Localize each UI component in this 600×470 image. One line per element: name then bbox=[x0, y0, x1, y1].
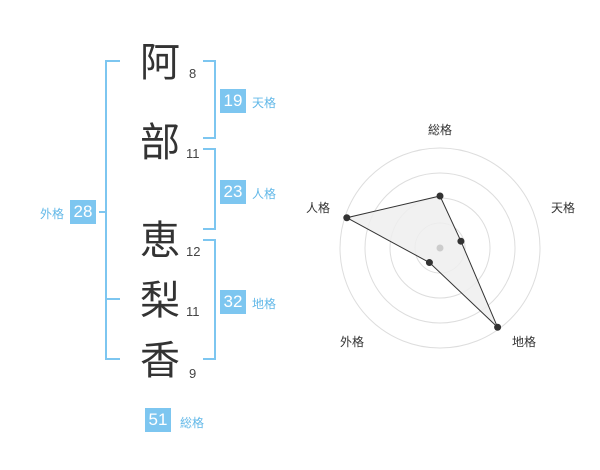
radar-point-5 bbox=[343, 214, 351, 222]
radar-axis-label-1: 総格 bbox=[428, 122, 452, 137]
stroke-count-3: 12 bbox=[186, 244, 201, 259]
radar-axis-label-4: 外格 bbox=[340, 334, 364, 349]
radar-point-1 bbox=[436, 192, 444, 200]
tenkaku-bracket bbox=[203, 60, 216, 139]
jinkaku-bracket bbox=[203, 148, 216, 230]
jinkaku-value: 23 bbox=[220, 180, 246, 204]
tenkaku-value: 19 bbox=[220, 89, 246, 113]
radar-axis-label-5: 人格 bbox=[306, 200, 330, 215]
stroke-count-4: 11 bbox=[186, 304, 200, 319]
name-char-4: 梨 bbox=[140, 278, 180, 324]
gaikaku-label: 外格 bbox=[40, 207, 65, 221]
name-char-3: 恵 bbox=[140, 218, 180, 264]
jinkaku-label: 人格 bbox=[252, 187, 277, 201]
stroke-count-2: 11 bbox=[186, 146, 200, 161]
name-char-5: 香 bbox=[140, 338, 180, 384]
name-char-2: 部 bbox=[140, 120, 180, 166]
radar-point-4 bbox=[425, 259, 433, 267]
soukaku-value: 51 bbox=[145, 408, 171, 432]
chikaku-value: 32 bbox=[220, 290, 246, 314]
radar-point-3 bbox=[494, 323, 502, 331]
radar-grid-ring bbox=[364, 172, 516, 324]
stroke-count-5: 9 bbox=[189, 366, 197, 381]
gaikaku-bracket bbox=[105, 60, 120, 360]
radar-axis-label-2: 天格 bbox=[551, 200, 575, 215]
stroke-count-1: 8 bbox=[189, 66, 197, 81]
chikaku-bracket bbox=[203, 239, 216, 360]
radar-axis-label-3: 地格 bbox=[512, 334, 536, 349]
gaikaku-value: 28 bbox=[70, 200, 96, 224]
soukaku-label: 総格 bbox=[180, 416, 205, 430]
chikaku-label: 地格 bbox=[252, 297, 277, 311]
name-char-1: 阿 bbox=[140, 40, 180, 86]
tenkaku-label: 天格 bbox=[252, 96, 277, 110]
radar-grid-ring bbox=[339, 147, 541, 349]
radar-data-area bbox=[345, 195, 499, 328]
radar-center-point bbox=[436, 244, 444, 252]
radar-point-2 bbox=[457, 237, 465, 245]
